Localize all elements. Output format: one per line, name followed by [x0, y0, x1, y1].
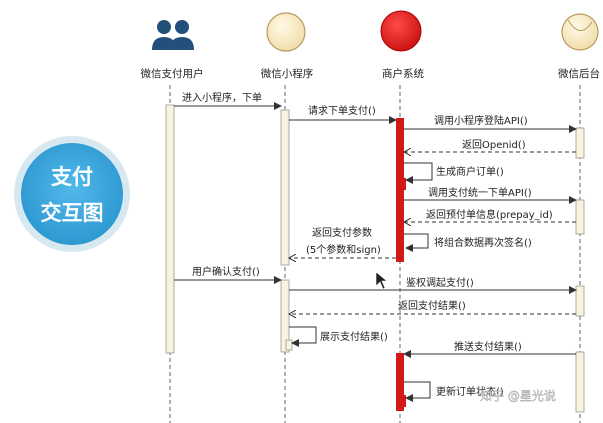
title-line-2: 交互图: [41, 201, 104, 225]
msg-label-m6: 调用支付统一下单API(): [428, 186, 532, 199]
arrow-m5: [404, 162, 433, 184]
msg-label-m2: 请求下单支付(): [308, 104, 376, 117]
lifeline-circle-icon: [266, 12, 306, 52]
activation-miniprogram-3: [285, 339, 293, 351]
activation-user: [165, 104, 175, 354]
actor-label-user: 微信支付用户: [141, 67, 204, 80]
red-lifeline-circle-icon: [380, 10, 422, 52]
activation-miniprogram-1: [280, 109, 290, 266]
msg-label-m9a: 返回支付参数: [312, 226, 372, 239]
msg-label-m10: 用户确认支付(): [192, 265, 260, 278]
msg-label-m3: 调用小程序登陆API(): [434, 114, 528, 127]
arrow-m15: [404, 381, 431, 402]
activation-backend-2: [575, 199, 585, 235]
arrow-m13: [289, 326, 317, 347]
activation-backend-4: [575, 351, 585, 413]
activation-merchant-2: [400, 178, 406, 190]
msg-label-m11: 鉴权调起支付(): [406, 276, 474, 289]
message-labels: 进入小程序，下单 请求下单支付() 调用小程序登陆API() 返回Openid(…: [182, 91, 553, 398]
watermark-text: 知乎 @星光说: [480, 388, 556, 403]
title-badge: 支付 交互图: [14, 136, 130, 252]
actor-label-miniprogram: 微信小程序: [261, 67, 314, 80]
activation-backend-1: [575, 127, 585, 159]
actor-label-wechat-backend: 微信后台: [558, 67, 600, 80]
msg-label-m13: 展示支付结果(): [320, 330, 388, 343]
activation-bars: [165, 104, 585, 413]
msg-label-m7: 返回预付单信息(prepay_id): [426, 208, 553, 221]
message-arrows: [174, 102, 577, 402]
watermark: 知乎 @星光说: [480, 388, 556, 403]
msg-label-m4: 返回Openid(): [462, 139, 526, 151]
activation-backend-3: [575, 285, 585, 317]
lifeline-circle-icon: [561, 13, 599, 51]
actor-label-merchant: 商户系统: [382, 67, 424, 80]
msg-label-m5: 生成商户订单(): [436, 165, 504, 178]
arrow-m8: [404, 233, 429, 252]
msg-label-m14: 推送支付结果(): [454, 340, 522, 353]
activation-merchant-4: [400, 395, 406, 407]
msg-label-m12: 返回支付结果(): [398, 299, 466, 312]
users-icon: [152, 20, 194, 50]
msg-label-m8: 将组合数据再次签名(): [434, 236, 532, 249]
mouse-cursor-icon: [375, 271, 388, 290]
msg-label-m1: 进入小程序，下单: [182, 91, 262, 104]
activation-merchant-3: [396, 353, 404, 411]
msg-label-m15: 更新订单状态(): [436, 385, 504, 398]
msg-label-m9b: (5个参数和sign): [306, 243, 381, 256]
title-line-1: 支付: [51, 165, 93, 189]
